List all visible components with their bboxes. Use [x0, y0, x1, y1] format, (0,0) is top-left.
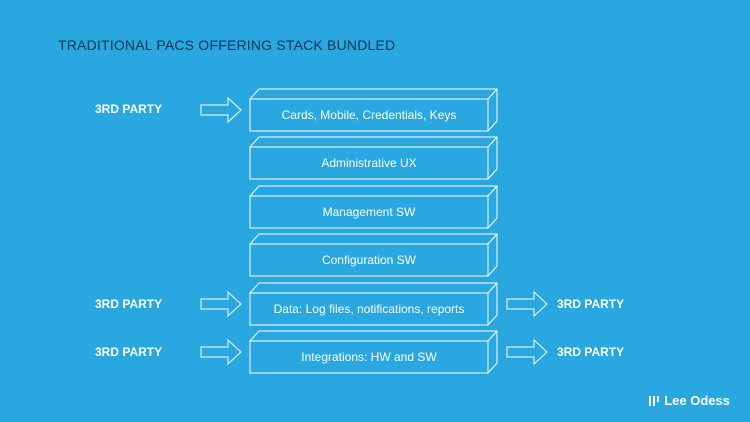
third-party-in-cards: 3RD PARTY [95, 102, 163, 116]
layer-box-6 [249, 330, 498, 374]
layer-box-5 [249, 282, 498, 326]
third-party-out-integrations: 3RD PARTY [557, 345, 625, 359]
third-party-in-data: 3RD PARTY [95, 297, 163, 311]
arrow-in-cards-icon [200, 96, 242, 124]
layer-label-cards: Cards, Mobile, Credentials, Keys [281, 108, 457, 122]
layer-label-data: Data: Log files, notifications, reports [273, 302, 465, 316]
arrow-in-data-icon [200, 290, 242, 318]
logo-mark-icon [649, 395, 660, 406]
layer-label-management-sw: Management SW [322, 205, 416, 219]
layer-box-2 [249, 136, 498, 180]
slide-title: TRADITIONAL PACS OFFERING STACK BUNDLED [58, 37, 396, 53]
layer-box-3 [249, 185, 498, 229]
arrow-out-data-icon [506, 290, 548, 318]
brand-logo: Lee Odess [649, 393, 730, 408]
layer-label-administrative-ux: Administrative UX [321, 156, 417, 170]
third-party-out-data: 3RD PARTY [557, 297, 625, 311]
layer-box-4 [249, 233, 498, 277]
logo-text: Lee Odess [664, 393, 730, 408]
arrow-in-integrations-icon [200, 338, 242, 366]
third-party-in-integrations: 3RD PARTY [95, 345, 163, 359]
layer-label-configuration-sw: Configuration SW [321, 253, 417, 267]
layer-box-1 [249, 88, 498, 132]
layer-label-integrations: Integrations: HW and SW [301, 350, 437, 364]
arrow-out-integrations-icon [506, 338, 548, 366]
